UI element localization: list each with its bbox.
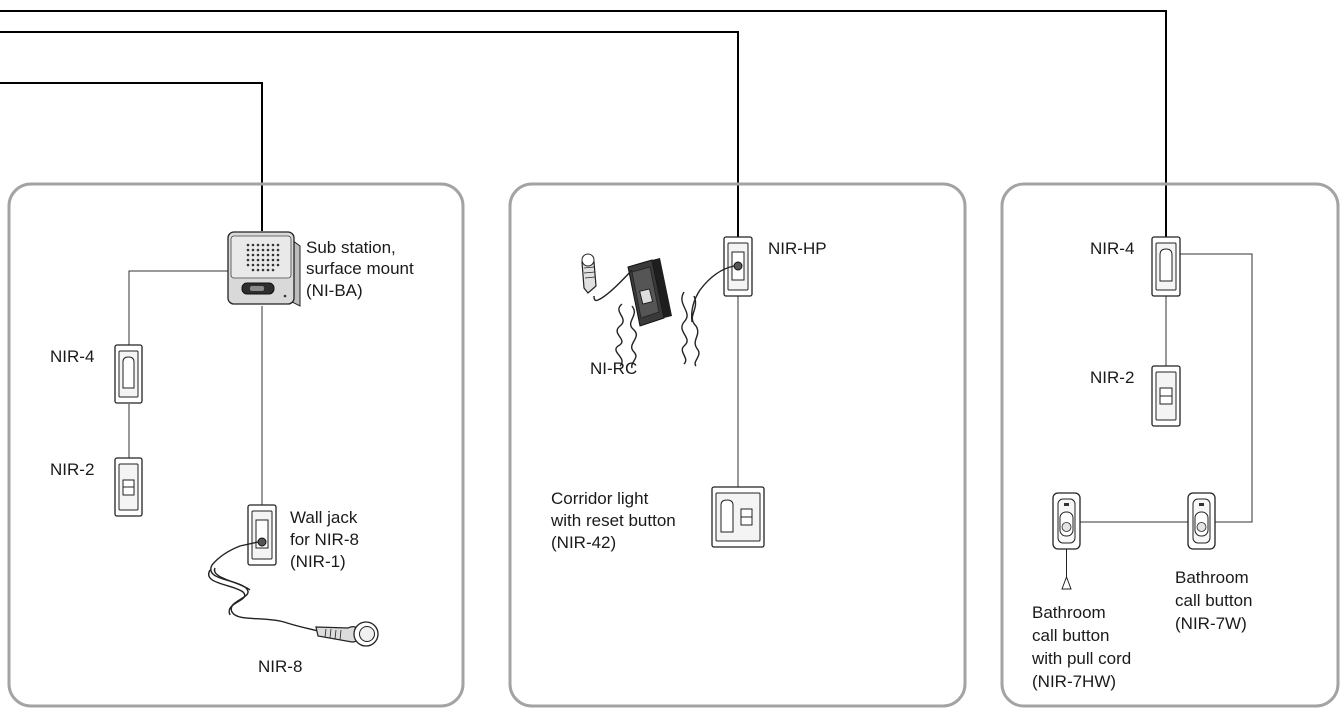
nir-2-label: NIR-2	[1090, 368, 1134, 387]
wall-jack-label: Wall jack for NIR-8 (NIR-1)	[290, 508, 364, 571]
room-1: Sub station, surface mount (NI-BA) NIR-4…	[50, 231, 418, 676]
remote-controller-icon	[581, 253, 735, 369]
trunk-wire-room-1	[0, 82, 263, 231]
wire-sub-to-nir4	[128, 270, 228, 345]
nir-4-label: NIR-4	[1090, 239, 1134, 258]
trunk-wire-room-3	[0, 10, 1167, 238]
corridor-light-label: Corridor light with reset button (NIR-42…	[550, 489, 680, 552]
room-3: NIR-4 NIR-2 Bathroom call button with pu…	[1031, 236, 1257, 691]
wall-jack-icon	[247, 504, 277, 566]
sub-station-icon	[227, 231, 301, 307]
wire-nir4-to-call-button	[1180, 253, 1253, 523]
room-panel-1	[7, 182, 465, 708]
room-panel-3	[1000, 182, 1340, 708]
nir-2-switch-icon	[1151, 365, 1181, 427]
nir-8-label: NIR-8	[258, 657, 302, 676]
trunk-wires	[0, 10, 1167, 240]
room-panel-2	[508, 182, 967, 708]
ni-rc-label: NI-RC	[590, 359, 637, 378]
handset-icon	[207, 541, 379, 647]
room-2: NIR-HP NI-RC	[550, 236, 827, 552]
pull-cord-button-icon	[1052, 492, 1081, 590]
pull-cord-button-label: Bathroom call button with pull cord (NIR…	[1031, 603, 1136, 691]
corridor-light-icon	[711, 486, 765, 548]
call-button-icon	[1187, 492, 1216, 550]
nir-2-label: NIR-2	[50, 460, 94, 479]
call-button-label: Bathroom call button (NIR-7W)	[1175, 568, 1257, 633]
nir-4-label: NIR-4	[50, 347, 94, 366]
wall-jack-icon	[723, 236, 753, 297]
nir-4-switch-icon	[1151, 236, 1181, 297]
nir-hp-label: NIR-HP	[768, 239, 827, 258]
nir-2-switch-icon	[114, 457, 143, 517]
trunk-wire-room-2	[0, 31, 739, 240]
nir-4-switch-icon	[114, 344, 143, 404]
sub-station-label: Sub station, surface mount (NI-BA)	[306, 238, 418, 300]
